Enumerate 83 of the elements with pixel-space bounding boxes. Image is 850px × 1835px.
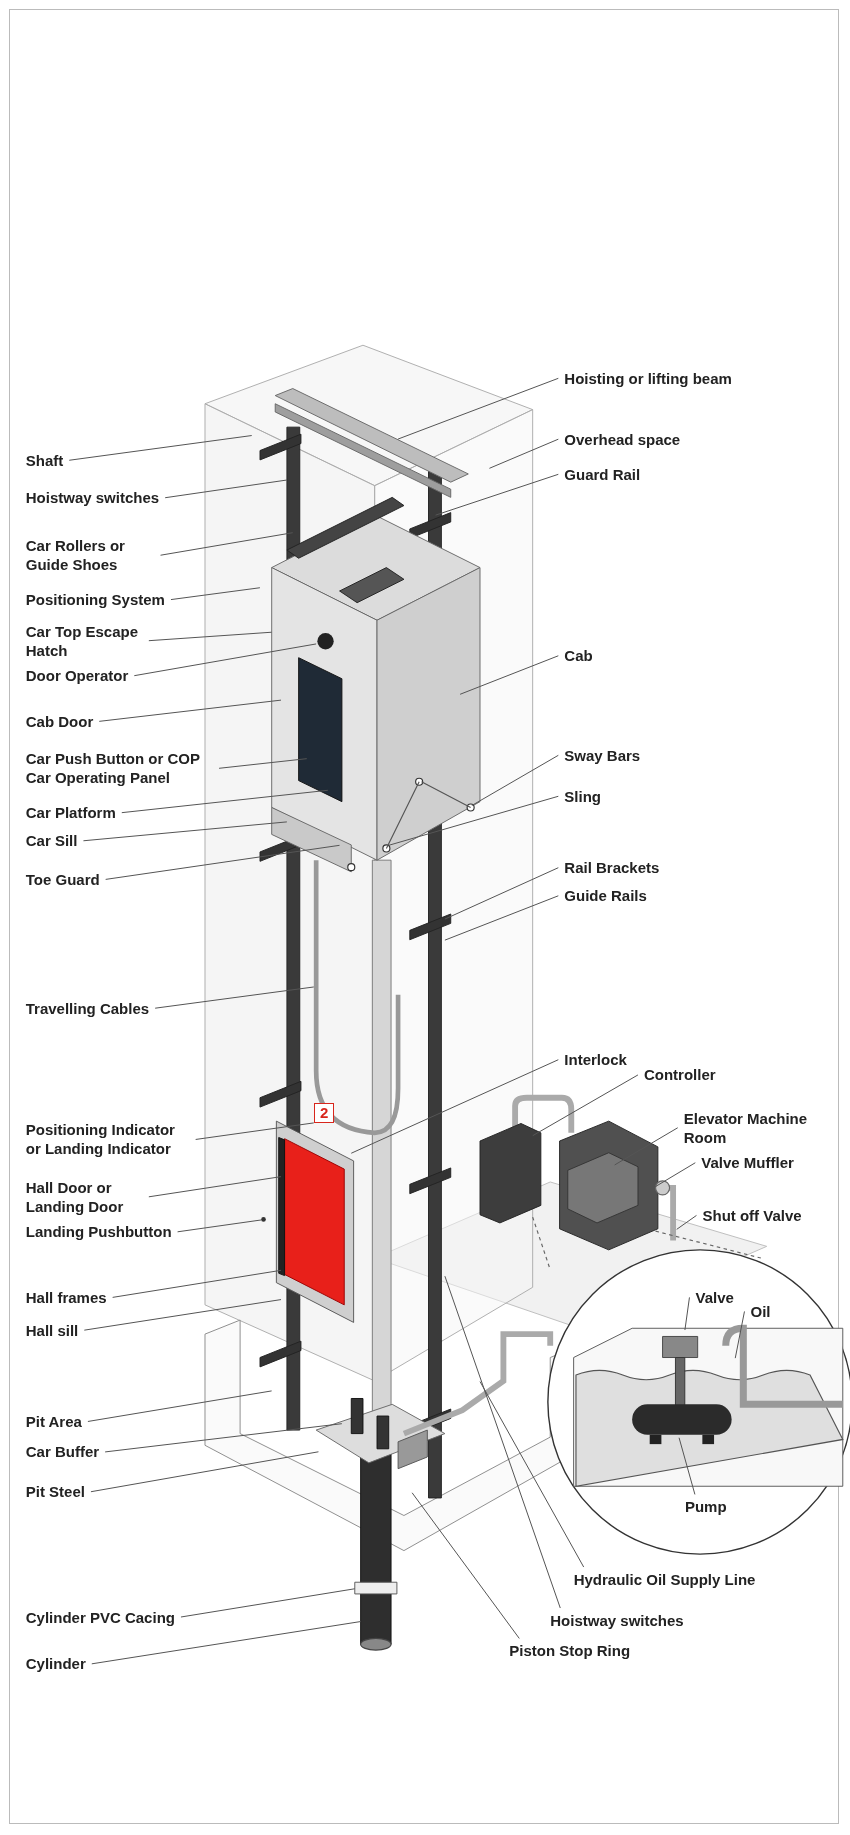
part-label: Pit Steel xyxy=(25,1482,85,1502)
leader-line xyxy=(444,867,559,920)
part-label: Toe Guard xyxy=(25,869,100,889)
part-label: Hoisting or lifting beam xyxy=(564,368,732,388)
part-label: Hall frames xyxy=(25,1287,107,1307)
leader-line xyxy=(154,986,315,1009)
leader-line xyxy=(195,1122,315,1140)
part-label: Cylinder PVC Cacing xyxy=(25,1607,175,1627)
part-label: Hoistway switches xyxy=(550,1611,684,1630)
part-label: Car Push Button or COP Car Operating Panel xyxy=(25,749,214,788)
leader-line xyxy=(91,1621,362,1665)
part-label: Positioning Indicator or Landing Indicator xyxy=(25,1120,190,1159)
leader-line xyxy=(177,1219,262,1233)
part-label: Controller xyxy=(643,1065,716,1085)
part-label: Guard Rail xyxy=(564,464,641,484)
leader-line xyxy=(148,1176,282,1198)
part-label: Hoistway switches xyxy=(25,488,160,508)
part-label: Rail Brackets xyxy=(564,858,660,878)
part-label: Car Buffer xyxy=(25,1442,100,1462)
part-label: Valve xyxy=(695,1287,734,1307)
leader-line xyxy=(148,631,273,642)
leader-line xyxy=(121,789,329,814)
part-label: Cylinder xyxy=(25,1654,86,1674)
leader-line xyxy=(112,1269,282,1298)
part-label: Positioning System xyxy=(25,590,165,610)
part-label: Shut off Valve xyxy=(702,1205,802,1225)
leader-line xyxy=(678,1437,696,1495)
leader-line xyxy=(180,1588,356,1618)
leader-line xyxy=(98,699,282,722)
part-label: Hall Door or Landing Door xyxy=(25,1177,143,1216)
part-label: Overhead space xyxy=(564,429,681,449)
leader-line xyxy=(388,795,559,846)
part-label: Pump xyxy=(684,1497,727,1517)
leader-line xyxy=(164,479,288,499)
part-label: Door Operator xyxy=(25,666,129,686)
leader-line xyxy=(105,844,341,880)
leader-line xyxy=(170,587,261,601)
part-label: Hydraulic Oil Supply Line xyxy=(573,1570,756,1590)
part-label: Car Rollers or Guide Shoes xyxy=(25,536,155,575)
leader-line xyxy=(104,1423,343,1453)
leader-line xyxy=(218,758,308,769)
part-label: Pit Area xyxy=(25,1411,82,1431)
part-label: Valve Muffler xyxy=(701,1153,794,1173)
floor-indicator: 2 xyxy=(313,1102,335,1123)
part-label: Travelling Cables xyxy=(25,998,150,1018)
leader-line xyxy=(397,377,559,440)
leader-line xyxy=(133,643,317,677)
part-label: Guide Rails xyxy=(564,886,647,906)
leader-line xyxy=(676,1214,697,1230)
part-label: Landing Pushbutton xyxy=(25,1222,172,1242)
part-label: Car Top Escape Hatch xyxy=(25,621,143,660)
leader-line xyxy=(459,655,559,695)
leader-line xyxy=(87,1390,273,1422)
part-label: Car Sill xyxy=(25,831,78,851)
leader-line xyxy=(83,1299,282,1331)
leader-line xyxy=(350,1059,559,1154)
leader-line xyxy=(435,473,559,516)
part-label: Shaft xyxy=(25,450,64,470)
leader-line xyxy=(444,895,559,941)
leader-line xyxy=(532,1074,639,1137)
part-label: Sling xyxy=(564,786,601,806)
leader-line xyxy=(684,1296,690,1331)
part-label: Hall sill xyxy=(25,1320,79,1340)
leader-line xyxy=(411,1492,520,1639)
part-label: Cab xyxy=(564,646,593,666)
leader-line xyxy=(488,438,559,469)
leader-line xyxy=(479,1381,585,1568)
leader-line xyxy=(82,821,288,842)
part-label: Cab Door xyxy=(25,711,94,731)
part-label: Car Platform xyxy=(25,803,116,823)
leader-line xyxy=(444,1275,561,1609)
leader-line xyxy=(471,754,559,806)
leader-line xyxy=(734,1310,745,1359)
part-label: Interlock xyxy=(564,1050,627,1070)
leader-line xyxy=(160,532,294,556)
leader-line xyxy=(614,1127,679,1166)
part-label: Piston Stop Ring xyxy=(509,1641,631,1661)
part-label: Sway Bars xyxy=(564,745,641,765)
part-label: Oil xyxy=(750,1301,771,1321)
part-label: Elevator Machine Room xyxy=(683,1108,813,1147)
leader-line xyxy=(68,435,253,461)
leader-line xyxy=(654,1162,696,1188)
leader-line xyxy=(90,1451,319,1493)
